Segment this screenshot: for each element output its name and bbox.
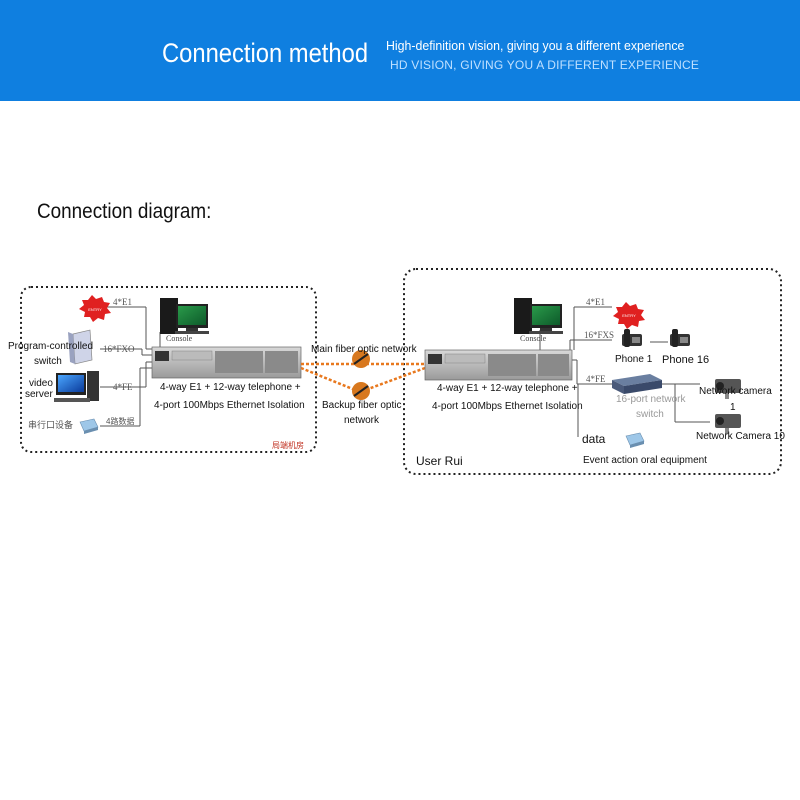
star-burst-icon: ENTRY bbox=[79, 295, 111, 322]
svg-text:ENTRY: ENTRY bbox=[622, 313, 636, 318]
network-switch-icon bbox=[612, 374, 662, 394]
camera-10-label: Network Camera 10 bbox=[696, 431, 785, 442]
phone-1-label: Phone 1 bbox=[615, 354, 653, 365]
right-fiber-multiplexer bbox=[424, 349, 573, 381]
right-device-label-line1: 4-way E1 + 12-way telephone + bbox=[437, 383, 578, 394]
banner-subtitle: High-definition vision, giving you a dif… bbox=[386, 38, 685, 53]
camera-1-label-line1: Network camera bbox=[699, 386, 772, 397]
serial-data-label: 4路数据 bbox=[106, 416, 134, 426]
left-console-label: Console bbox=[166, 334, 193, 343]
banner-subtitle-caps: HD VISION, GIVING YOU A DIFFERENT EXPERI… bbox=[390, 58, 700, 72]
telephone-icon bbox=[670, 329, 690, 347]
network-switch-label-line2: switch bbox=[636, 409, 664, 420]
left-device-label-line2: 4-port 100Mbps Ethernet Isolation bbox=[154, 400, 305, 411]
header-banner: Connection method High-definition vision… bbox=[0, 0, 800, 101]
left-port-e1-label: 4*E1 bbox=[113, 297, 132, 307]
phone-16-label: Phone 16 bbox=[662, 354, 709, 366]
left-port-fe-label: 4*FE bbox=[113, 382, 133, 392]
star-burst-icon: ENTRY bbox=[613, 302, 645, 329]
desktop-computer-icon bbox=[54, 371, 99, 402]
event-equipment-label: Event action oral equipment bbox=[583, 455, 707, 466]
left-fiber-multiplexer bbox=[151, 346, 302, 379]
right-port-e1-label: 4*E1 bbox=[586, 297, 605, 307]
data-label: data bbox=[582, 432, 606, 446]
video-server-label-line1: video bbox=[29, 378, 53, 389]
serial-device-label: 串行口设备 bbox=[28, 419, 73, 430]
network-camera-icon bbox=[715, 414, 741, 434]
pbx-label-line2: switch bbox=[34, 356, 62, 367]
backup-fiber-label-line2: network bbox=[344, 415, 380, 426]
video-server-label-line2: server bbox=[25, 389, 53, 400]
serial-device-icon bbox=[625, 432, 645, 448]
serial-device-icon bbox=[79, 418, 99, 434]
section-title: Connection diagram: bbox=[37, 200, 212, 223]
right-console-label: Console bbox=[520, 334, 547, 343]
right-port-fe-label: 4*FE bbox=[586, 374, 606, 384]
left-port-fxo-label: 16*FXO bbox=[103, 344, 135, 354]
network-switch-label-line1: 16-port network bbox=[616, 394, 686, 405]
camera-1-label-line2: 1 bbox=[730, 402, 736, 413]
connection-diagram: ENTRY 4*E1 16*FXO 4*FE Console Program-c… bbox=[8, 268, 785, 475]
network-camera-icon bbox=[715, 379, 741, 399]
central-room-label: 局端机房 bbox=[272, 440, 304, 450]
telephone-icon bbox=[622, 329, 642, 347]
user-site-frame bbox=[403, 268, 782, 475]
pbx-switch-icon bbox=[68, 329, 93, 365]
page-title: Connection method bbox=[162, 38, 369, 68]
monitor-icon bbox=[160, 298, 209, 334]
fiber-connector-icon bbox=[352, 350, 370, 400]
main-fiber-label: Main fiber optic network bbox=[311, 344, 418, 355]
user-site-label: User Rui bbox=[416, 454, 463, 468]
backup-fiber-label-line1: Backup fiber optic bbox=[322, 400, 402, 411]
svg-text:ENTRY: ENTRY bbox=[88, 307, 102, 312]
right-device-label-line2: 4-port 100Mbps Ethernet Isolation bbox=[432, 401, 583, 412]
pbx-label-line1: Program-controlled bbox=[8, 341, 93, 352]
left-device-label-line1: 4-way E1 + 12-way telephone + bbox=[160, 382, 301, 393]
left-wiring bbox=[100, 306, 161, 427]
right-port-fxs-label: 16*FXS bbox=[584, 330, 614, 340]
monitor-icon bbox=[514, 298, 563, 334]
